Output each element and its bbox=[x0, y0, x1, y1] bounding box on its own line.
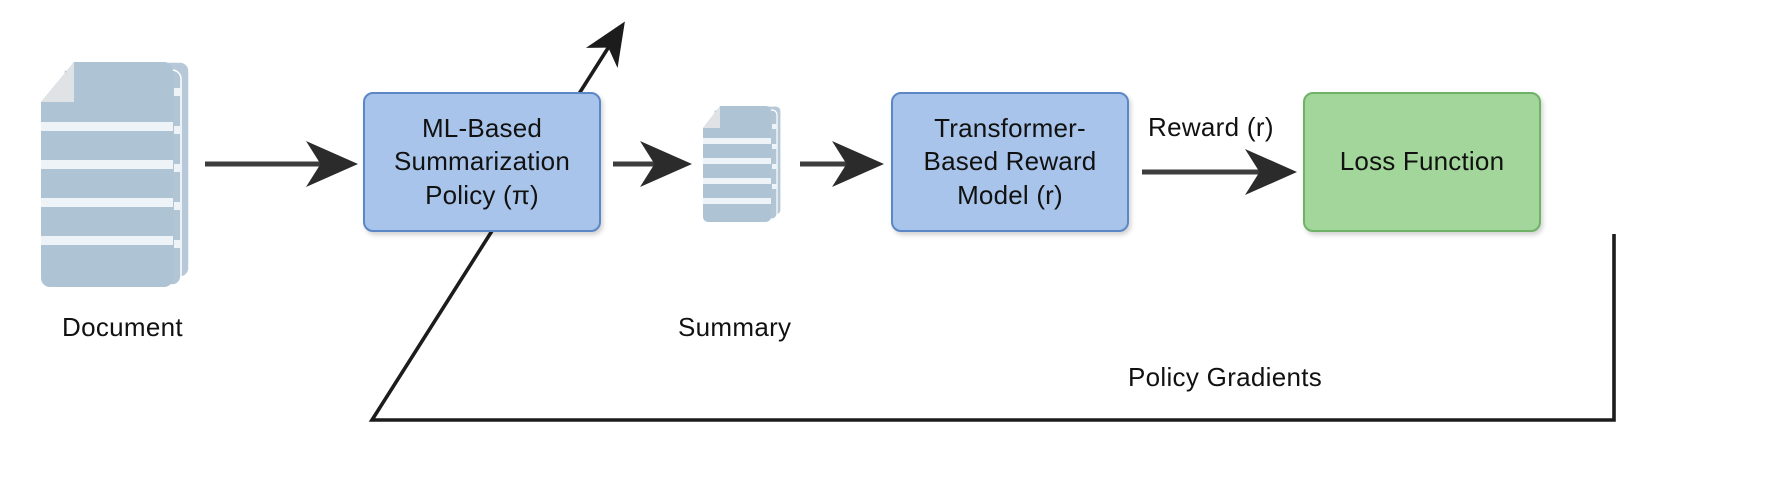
stacked-document-icon bbox=[41, 61, 190, 287]
node-ml-based-summarization-policy[interactable]: ML-Based Summarization Policy (π) bbox=[363, 92, 601, 232]
node-loss-function-label: Loss Function bbox=[1339, 146, 1505, 177]
summary-stacked-document-icon bbox=[703, 105, 782, 222]
node-loss-function[interactable]: Loss Function bbox=[1303, 92, 1541, 232]
node-policy-label: ML-Based Summarization Policy (π) bbox=[394, 113, 570, 210]
document-caption: Document bbox=[62, 312, 183, 342]
node-transformer-based-reward-model[interactable]: Transformer- Based Reward Model (r) bbox=[891, 92, 1129, 232]
edge-label-policy-gradients: Policy Gradients bbox=[1128, 362, 1323, 392]
summary-caption: Summary bbox=[678, 312, 792, 342]
edge-label-reward: Reward (r) bbox=[1148, 112, 1274, 142]
node-reward-model-label: Transformer- Based Reward Model (r) bbox=[923, 113, 1097, 210]
